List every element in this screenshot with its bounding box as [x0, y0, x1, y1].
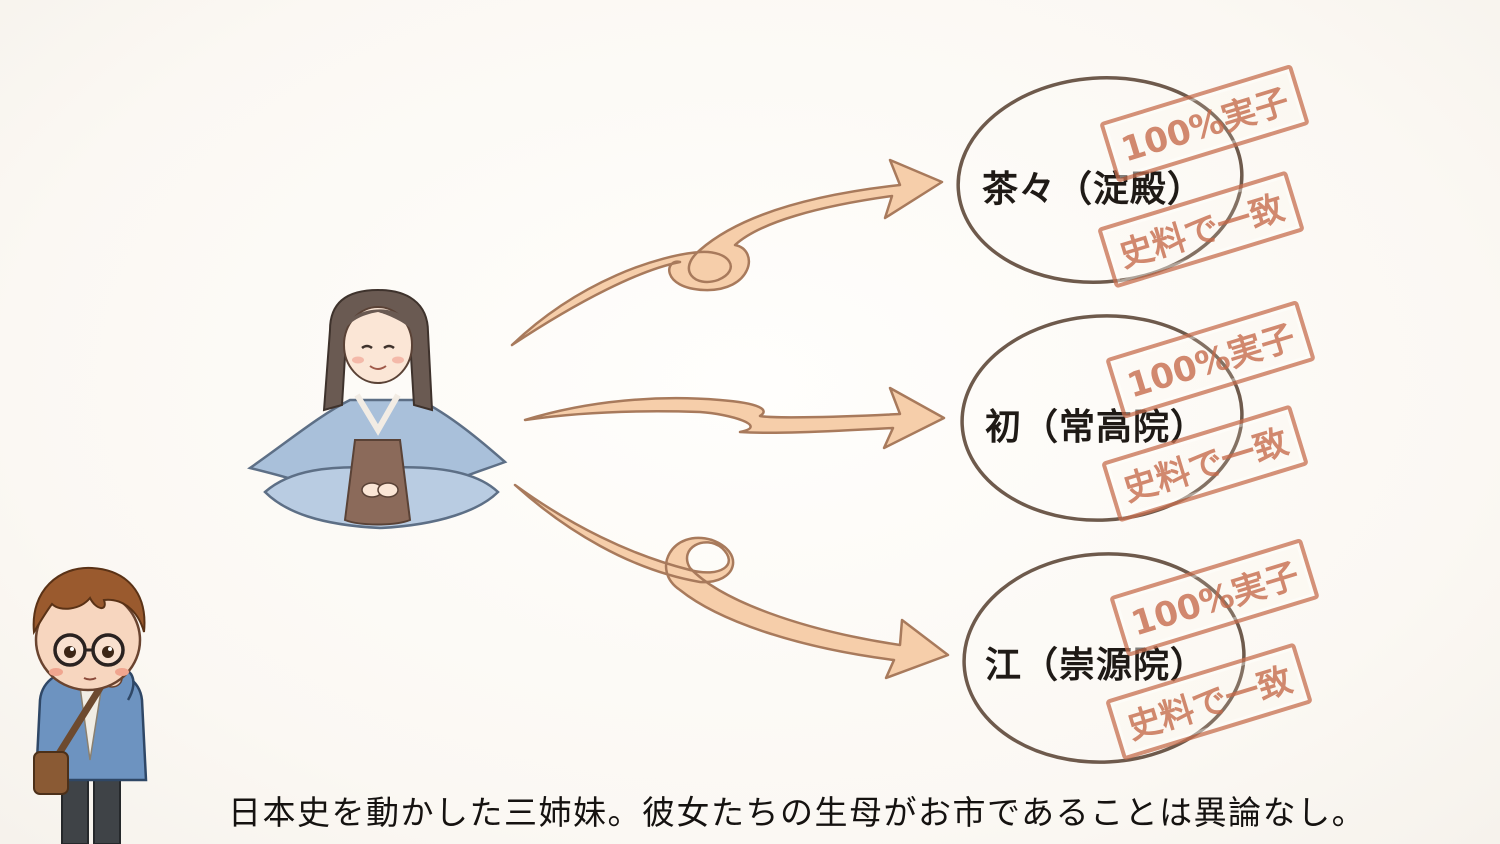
mother-figure	[247, 288, 508, 530]
node-label-go: 江（崇源院）	[985, 645, 1208, 686]
node-label-hatsu: 初（常高院）	[985, 407, 1208, 448]
node-label-chacha: 茶々（淀殿）	[982, 169, 1205, 210]
caption-subtitle: 日本史を動かした三姉妹。彼女たちの生母がお市であることは異論なし。	[228, 793, 1367, 832]
node-ellipse-hatsu	[960, 314, 1244, 522]
narrator-figure	[32, 566, 148, 844]
arrow-to-chacha	[510, 158, 944, 347]
arrow-to-hatsu	[523, 386, 946, 450]
arrow-to-go	[513, 483, 950, 680]
node-ellipse-go	[962, 552, 1246, 764]
node-ellipse-chacha	[956, 76, 1244, 284]
